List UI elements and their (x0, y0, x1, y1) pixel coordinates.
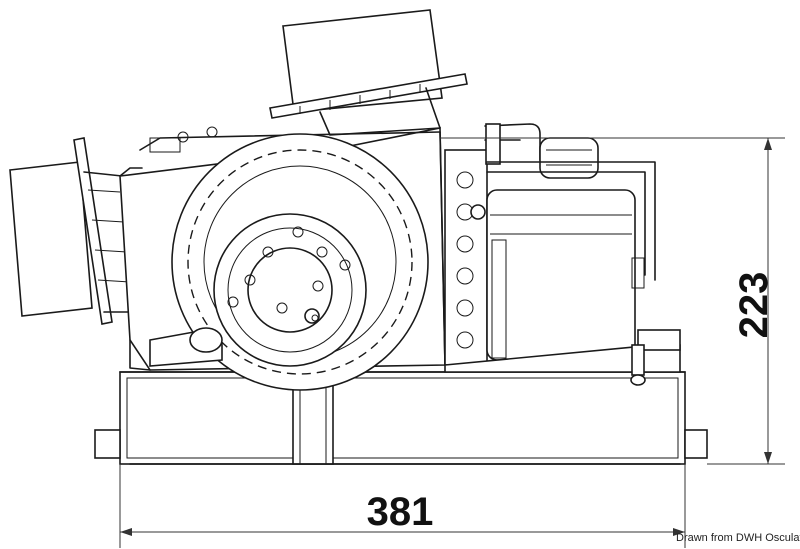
drawing-credit: Drawn from DWH Osculati Srl (676, 532, 800, 544)
refrigerant-piping (484, 123, 656, 281)
height-dimension (440, 137, 785, 465)
fan-wheel (171, 133, 429, 391)
top-air-outlet (269, 9, 468, 136)
height-dimension-label: 223 (732, 272, 776, 339)
condenser-coil (444, 149, 488, 366)
left-air-outlet (9, 137, 143, 325)
width-dimension (119, 464, 686, 548)
width-dimension-label: 381 (367, 490, 434, 534)
compressor (486, 189, 645, 361)
drain-pipe (129, 327, 223, 371)
base-tray (94, 371, 708, 465)
support-brackets (444, 329, 681, 386)
